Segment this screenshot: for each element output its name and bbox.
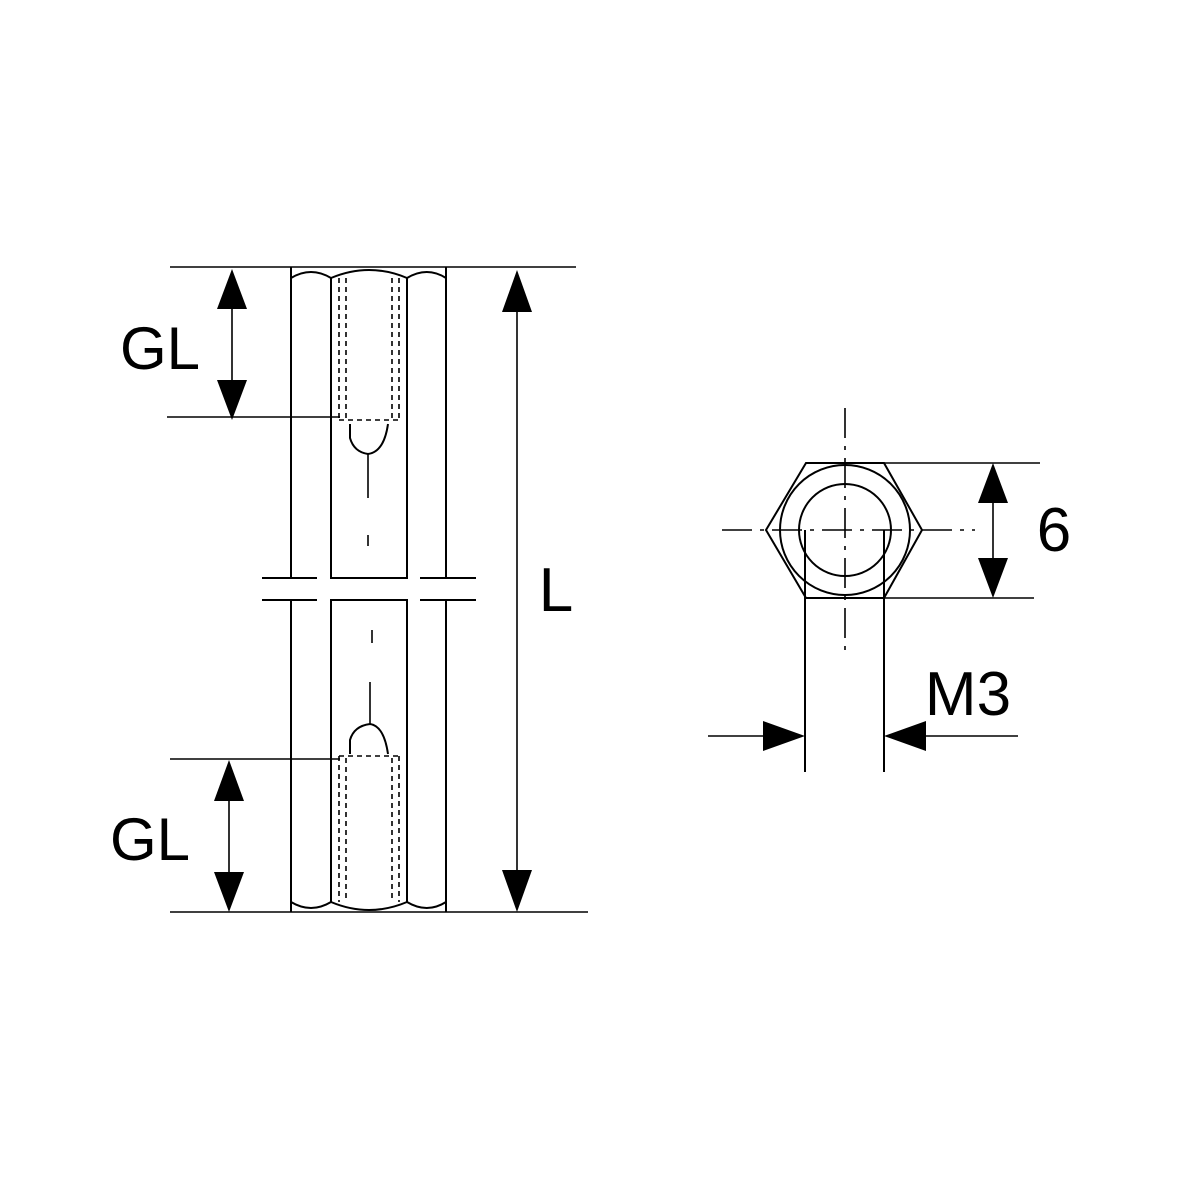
arrow-left-icon bbox=[884, 721, 926, 751]
gl-top-dimension: GL bbox=[120, 269, 247, 420]
arrow-up-icon bbox=[217, 269, 247, 309]
gl-top-label: GL bbox=[120, 315, 200, 382]
gl-bottom-label: GL bbox=[110, 806, 190, 873]
outer-chamfer-circle bbox=[779, 464, 911, 596]
arrow-down-icon bbox=[217, 380, 247, 420]
arrow-down-icon bbox=[502, 870, 532, 912]
l-label: L bbox=[539, 556, 573, 625]
thread-size-label: M3 bbox=[925, 660, 1011, 729]
end-view: 6 M3 bbox=[708, 408, 1071, 772]
across-flats-label: 6 bbox=[1037, 496, 1071, 565]
arrow-down-icon bbox=[978, 558, 1008, 598]
arrow-up-icon bbox=[502, 270, 532, 312]
hex-body-lower bbox=[290, 600, 447, 912]
arrow-up-icon bbox=[978, 463, 1008, 503]
thread-bore-circle bbox=[798, 483, 892, 577]
thread-size-dimension: M3 bbox=[708, 660, 1018, 751]
arrow-up-icon bbox=[214, 760, 244, 801]
across-flats-dimension: 6 bbox=[978, 463, 1071, 598]
l-dimension: L bbox=[502, 270, 573, 912]
bottom-internal-thread bbox=[338, 630, 400, 902]
break-lines bbox=[262, 577, 476, 601]
side-view: GL GL L bbox=[110, 266, 588, 913]
top-internal-thread bbox=[338, 278, 400, 546]
hex-body-upper bbox=[290, 267, 447, 578]
gl-bottom-dimension: GL bbox=[110, 760, 244, 912]
arrow-down-icon bbox=[214, 872, 244, 912]
arrow-right-icon bbox=[763, 721, 805, 751]
